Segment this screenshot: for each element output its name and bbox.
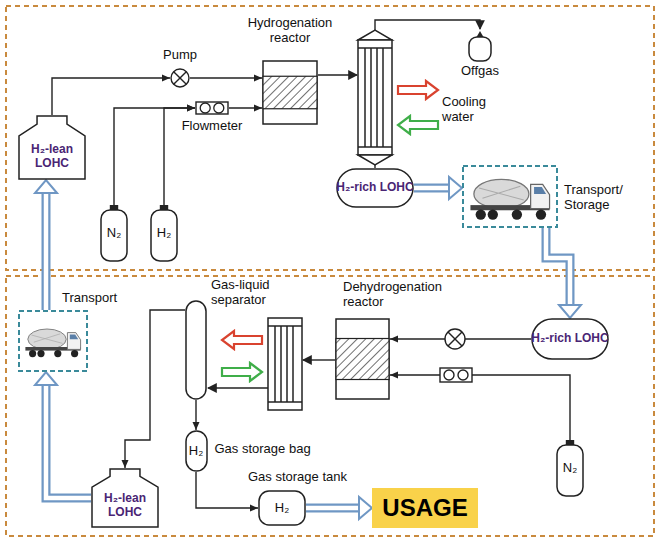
annotation-label: Cooling water: [442, 95, 514, 125]
dehydrogenation-region: [6, 276, 654, 536]
transport-arrow: [35, 372, 91, 498]
node-text: H₂-lean LOHC: [18, 143, 86, 171]
process-line: [193, 400, 200, 430]
node-text: H₂-rich LOHC: [336, 181, 413, 195]
lohc-tank: H₂-rich LOHC: [336, 168, 414, 208]
reactor-vessel-outline: [262, 60, 318, 125]
truck-icon-outline: [18, 310, 88, 372]
node-label: Gas-liquid separator: [211, 278, 291, 308]
node-label: Pump: [150, 48, 210, 63]
node-text: H₂: [189, 444, 203, 459]
node-label: Hydrogenation reactor: [240, 16, 340, 46]
node-text: USAGE: [382, 494, 467, 522]
node-text: N₂: [107, 226, 121, 241]
separator-vessel-outline: [185, 300, 207, 400]
node-label: Transport: [62, 291, 142, 306]
gas-cylinder-outline: [468, 30, 492, 62]
truck-icon-outline: [462, 165, 558, 228]
node-text: H₂: [157, 226, 171, 241]
process-line: [122, 310, 186, 468]
cold-water-arrow: [222, 363, 262, 381]
node-label: Transport/ Storage: [564, 183, 644, 213]
storage-tank: Gas storage tankH₂: [258, 490, 306, 526]
gas-cylinder: Offgas: [468, 30, 492, 62]
cold-water-arrow: [398, 116, 438, 134]
flowmeter-symbol: [440, 368, 472, 382]
lohc-tank: H₂-lean LOHC: [18, 115, 86, 180]
separator-vessel: Gas-liquid separator: [185, 300, 207, 400]
hydrogenation-region: [6, 6, 654, 270]
pump-symbol: Pump: [170, 68, 190, 88]
transport-arrow: [35, 180, 57, 310]
transport-arrow: [546, 228, 581, 318]
node-text: H₂-lean LOHC: [91, 492, 159, 520]
flowmeter-symbol: Flowmeter: [195, 101, 229, 115]
heat-exchanger: [268, 318, 302, 410]
reactor-vessel: Dehydrogenation reactor: [335, 318, 390, 400]
heat-exchanger: [358, 30, 392, 165]
node-label: Dehydrogenation reactor: [343, 280, 458, 310]
reactor-vessel: Hydrogenation reactor: [262, 60, 318, 125]
node-text: H₂-rich LOHC: [531, 332, 608, 346]
truck-icon: Transport: [18, 310, 88, 372]
process-line: [52, 75, 170, 116]
transport-arrow: [414, 177, 462, 199]
truck-icon: Transport/ Storage: [462, 165, 558, 228]
hot-water-arrow: [398, 81, 438, 99]
node-label: Gas storage bag: [215, 442, 325, 457]
lohc-tank: H₂-lean LOHC: [91, 468, 159, 528]
node-label: Offgas: [455, 64, 505, 79]
hot-water-arrow: [222, 331, 262, 349]
process-line: [390, 372, 570, 441]
node-text: H₂: [275, 501, 289, 516]
gas-cylinder: N₂: [100, 205, 128, 262]
pump-symbol: [445, 329, 465, 349]
node-text: N₂: [563, 461, 577, 476]
transport-arrow: [306, 497, 372, 519]
gas-cylinder: N₂: [556, 440, 584, 497]
usage-box: USAGE: [372, 488, 478, 528]
node-label: Flowmeter: [177, 119, 247, 134]
reactor-vessel-outline: [335, 318, 390, 400]
gas-bag: H₂Gas storage bag: [185, 430, 208, 472]
gas-cylinder: H₂: [150, 205, 178, 262]
process-line: [190, 75, 262, 82]
flowmeter-symbol-outline: [195, 101, 229, 115]
node-label: Gas storage tank: [248, 470, 368, 485]
lohc-tank: H₂-rich LOHC: [531, 318, 609, 360]
process-line: [229, 105, 262, 112]
pump-symbol-outline: [170, 68, 190, 88]
